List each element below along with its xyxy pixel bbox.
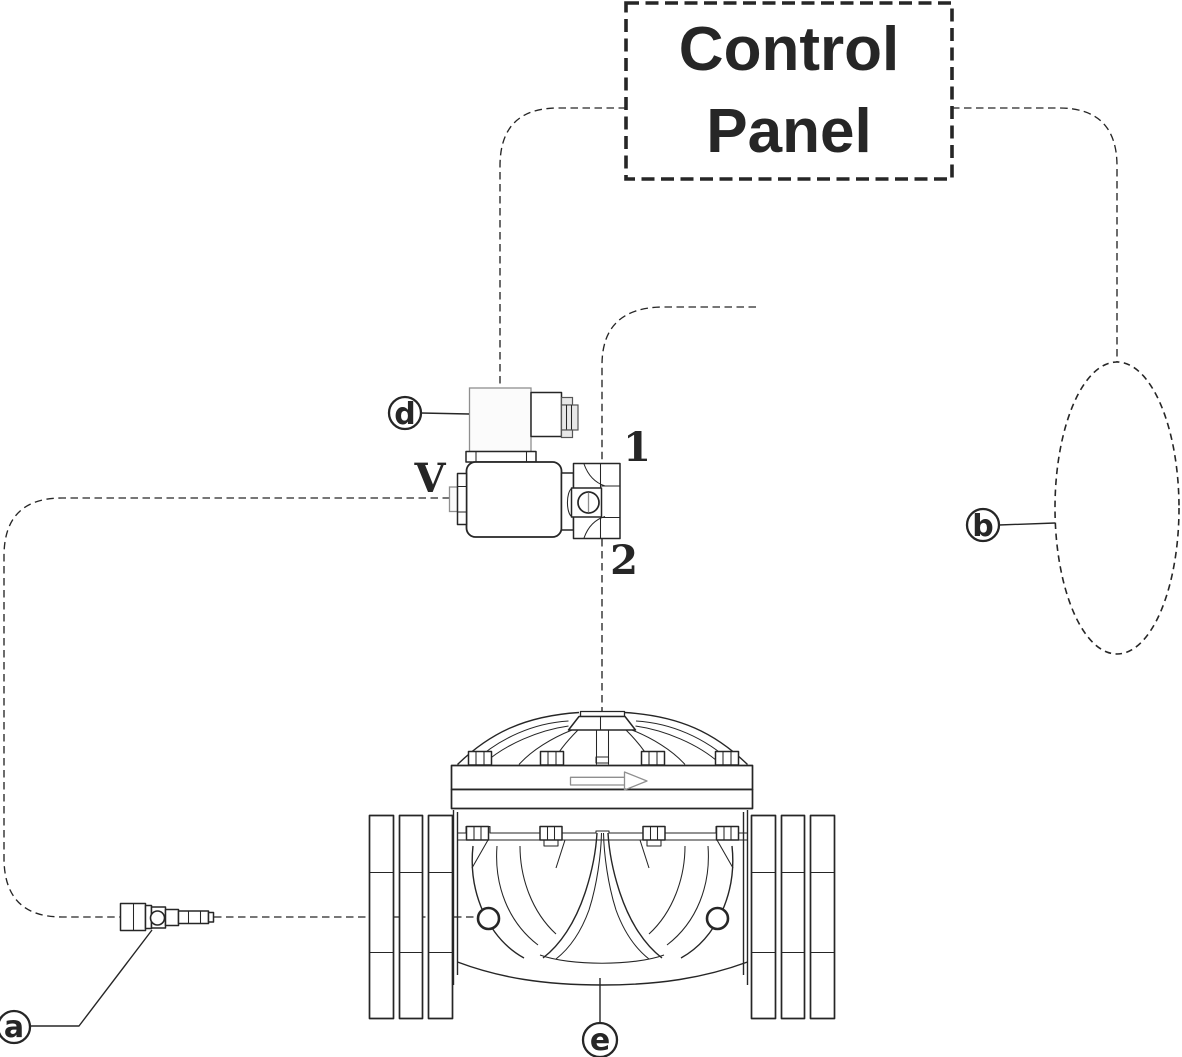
bolt [642,825,666,841]
left-pipe-coupling [368,814,454,1020]
callout-d: d [387,395,470,432]
bonnet-dome [457,710,748,766]
valve-body-walls [452,810,749,985]
bolt [539,750,565,766]
tube-port1-line [601,306,756,463]
screw-boss [570,487,603,518]
sensor-probe [177,910,210,925]
callout-e: e [581,978,619,1057]
flow-arrow-icon [569,771,648,791]
bolt [539,825,563,841]
solenoid-pilot-valve [448,387,621,540]
leader-line [420,412,470,415]
antenna-ellipse [1054,361,1180,655]
bleed-screw [577,491,600,514]
control-panel-title-line1: Control [679,15,899,84]
callout-letter: b [972,509,993,544]
bolt [465,825,490,841]
callout-b: b [965,507,1056,544]
v-port-fitting [448,472,468,526]
main-diaphragm-valve [368,710,836,1020]
callout-letter: a [4,1010,24,1045]
port1-label: 1 [623,424,651,471]
bolt [715,825,740,841]
coupling-rib [427,814,454,1020]
right-port [705,906,730,931]
control-panel-title-line2: Panel [706,97,871,166]
cable-controlpanel-to-solenoid [499,107,626,388]
control-panel-box [624,1,954,181]
flow-sensor-fitting [119,902,215,932]
callout-letter: d [394,397,415,432]
pilot-outlet-block [560,462,621,540]
port2-label: 2 [610,537,638,584]
callout-letter: e [590,1023,610,1057]
clamp-ring [457,825,748,847]
bolt [640,750,666,766]
din-connector-side [530,391,563,438]
bonnet-bolts [467,750,740,766]
left-port [476,906,501,931]
din-connector-body [468,387,532,453]
callout-a: a [0,929,153,1045]
bolt [714,750,740,766]
coupling-rib [368,814,395,1020]
callout-circle [581,1021,619,1057]
callout-circle [965,507,1001,543]
v-port-label: V [413,455,446,502]
flow-direction-band [450,764,754,810]
callout-circle [387,395,423,431]
sensor-nut [149,910,166,926]
bonnet-cap [567,715,637,731]
right-pipe-coupling [750,814,836,1020]
cable-controlpanel-to-antenna [952,107,1118,362]
leader-line [998,522,1056,526]
coupling-rib [780,814,806,1020]
bolt [467,750,493,766]
leader-line [30,929,153,1027]
tube-v-supply-line [3,497,450,918]
coupling-rib [809,814,836,1020]
coupling-rib [750,814,777,1020]
callout-circle [0,1009,32,1045]
valve-body-shell [457,832,748,986]
control-panel: Control Panel [624,1,954,181]
coil-body [465,461,563,538]
cable-gland [560,396,579,439]
coupling-rib [398,814,424,1020]
